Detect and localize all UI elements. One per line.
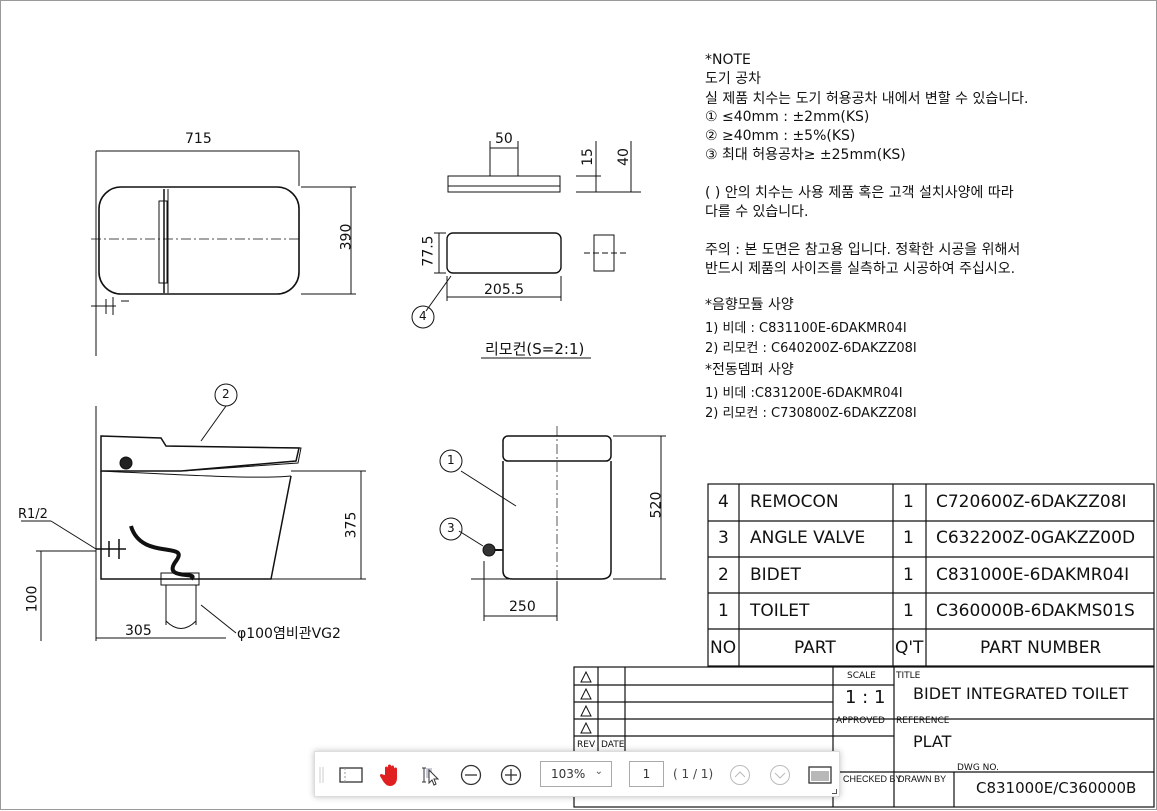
part-no: 1 — [718, 601, 729, 621]
dim-715: 715 — [185, 131, 212, 147]
toilet-top-view — [91, 150, 356, 356]
balloon-2 — [214, 383, 238, 407]
note-line: ( ) 안의 치수는 사용 제품 혹은 고객 설치사양에 따라 — [705, 185, 1014, 201]
approved-label: APPROVED — [836, 716, 885, 726]
balloon-label-1: 1 — [447, 453, 455, 467]
part-qty: 1 — [903, 492, 914, 512]
drawn-by-label: DRAWN BY — [898, 774, 947, 784]
part-no: 3 — [718, 528, 729, 548]
note-line: 2) 리모컨 : C640200Z-6DAKZZ08I — [705, 341, 917, 356]
parts-table-grid — [707, 483, 1155, 667]
view-mode-icon[interactable] — [807, 761, 833, 789]
note-line: ② ≥40mm : ±5%(KS) — [705, 128, 856, 144]
note-line: 2) 리모컨 : C730800Z-6DAKZZ08I — [705, 406, 917, 421]
hand-tool-icon[interactable] — [377, 761, 405, 789]
note-heading: *음향모듈 사양 — [705, 297, 794, 313]
toolbar-drag-handle[interactable] — [319, 761, 325, 789]
balloon-label-3: 3 — [447, 521, 455, 535]
note-line: 도기 공차 — [705, 71, 761, 87]
dwg-no-label: DWG NO. — [957, 763, 999, 773]
dim-205-5: 205.5 — [484, 282, 525, 298]
dwg-no-value: C831000E/C360000B — [976, 779, 1137, 797]
part-number: C632200Z-0GAKZZ00D — [936, 528, 1136, 548]
dim-100: 100 — [24, 585, 41, 613]
part-number: C720600Z-6DAKZZ08I — [936, 492, 1127, 512]
part-name: ANGLE VALVE — [750, 528, 866, 548]
dim-r1-2: R1/2 — [18, 507, 48, 522]
chevron-down-icon: ⌄ — [594, 766, 603, 777]
pipe-label: φ100염비관VG2 — [237, 626, 341, 642]
note-line: ③ 최대 허용공차≥ ±25mm(KS) — [705, 147, 906, 163]
part-name: REMOCON — [750, 492, 839, 512]
dim-520: 520 — [648, 491, 665, 519]
zoom-level-select[interactable]: 103% ⌄ — [540, 761, 612, 787]
page-count: ( 1 / 1) — [673, 767, 714, 781]
rev-label: REV — [577, 740, 596, 750]
drawing-title: BIDET INTEGRATED TOILET — [913, 684, 1129, 703]
toilet-front-view — [458, 426, 666, 621]
dim-375: 375 — [343, 511, 360, 539]
dim-15: 15 — [579, 148, 596, 166]
rev-triangles — [580, 670, 592, 734]
scale-value: 1 : 1 — [845, 687, 886, 708]
remote-views — [425, 141, 641, 359]
next-page-icon[interactable] — [767, 761, 793, 789]
toilet-side-view — [21, 405, 366, 641]
balloon-3 — [439, 517, 463, 541]
note-line: ① ≤40mm : ±2mm(KS) — [705, 109, 870, 125]
dim-250: 250 — [509, 599, 536, 615]
dim-50: 50 — [495, 131, 513, 147]
reference-value: PLAT — [913, 732, 952, 751]
balloon-4 — [411, 305, 435, 329]
sidebar-toggle-icon[interactable] — [337, 761, 365, 789]
dim-77-5: 77.5 — [420, 235, 437, 267]
balloon-label-2: 2 — [222, 387, 230, 401]
date-label: DATE — [601, 740, 625, 750]
pdf-toolbar: 103% ⌄ 1 ( 1 / 1) — [314, 751, 840, 797]
dim-390: 390 — [338, 223, 355, 251]
header-no: NO — [710, 638, 737, 658]
part-name: TOILET — [750, 601, 810, 621]
part-no: 4 — [718, 492, 729, 512]
part-number: C831000E-6DAKMR04I — [936, 565, 1130, 585]
dim-305: 305 — [125, 623, 152, 639]
text-select-icon[interactable] — [417, 761, 445, 789]
note-line: 다를 수 있습니다. — [705, 204, 809, 220]
scale-label: SCALE — [847, 671, 876, 681]
zoom-level-value: 103% — [551, 767, 586, 781]
note-line: 실 제품 치수는 도기 허용공차 내에서 변할 수 있습니다. — [705, 91, 1029, 107]
header-part-number: PART NUMBER — [980, 638, 1102, 658]
note-heading: *전동뎀퍼 사양 — [705, 362, 794, 378]
part-qty: 1 — [903, 601, 914, 621]
reference-label: REFERENCE — [896, 716, 950, 726]
zoom-out-icon[interactable] — [457, 761, 485, 789]
part-qty: 1 — [903, 528, 914, 548]
notes-heading: *NOTE — [705, 52, 751, 68]
part-no: 2 — [718, 565, 729, 585]
note-line: 1) 비데 : C831100E-6DAKMR04I — [705, 321, 907, 336]
part-name: BIDET — [750, 565, 801, 585]
page-number-input[interactable]: 1 — [629, 761, 664, 787]
header-qty: Q'T — [895, 638, 924, 658]
resize-grip-icon[interactable] — [832, 789, 837, 794]
title-label: TITLE — [896, 671, 921, 681]
balloon-1 — [439, 449, 463, 473]
zoom-in-icon[interactable] — [497, 761, 525, 789]
note-line: 반드시 제품의 사이즈를 실측하고 시공하여 주십시오. — [705, 261, 1016, 277]
part-qty: 1 — [903, 565, 914, 585]
part-number: C360000B-6DAKMS01S — [936, 601, 1135, 621]
remote-caption: 리모컨(S=2:1) — [485, 340, 585, 358]
balloon-label-4: 4 — [419, 309, 427, 323]
note-line: 주의 : 본 도면은 참고용 입니다. 정확한 시공을 위해서 — [705, 242, 1021, 258]
dim-40: 40 — [615, 148, 632, 166]
previous-page-icon[interactable] — [727, 761, 753, 789]
note-line: 1) 비데 :C831200E-6DAKMR04I — [705, 386, 903, 401]
header-part: PART — [794, 638, 836, 658]
checked-by-label: CHECKED BY — [843, 774, 902, 784]
